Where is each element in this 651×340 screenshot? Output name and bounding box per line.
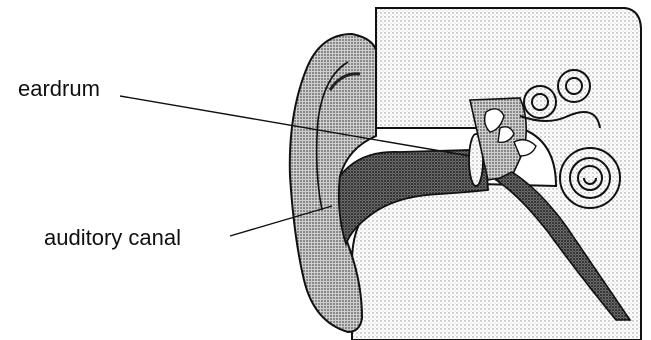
eardrum-label: eardrum: [18, 76, 100, 101]
auditory-canal-label: auditory canal: [44, 225, 181, 250]
